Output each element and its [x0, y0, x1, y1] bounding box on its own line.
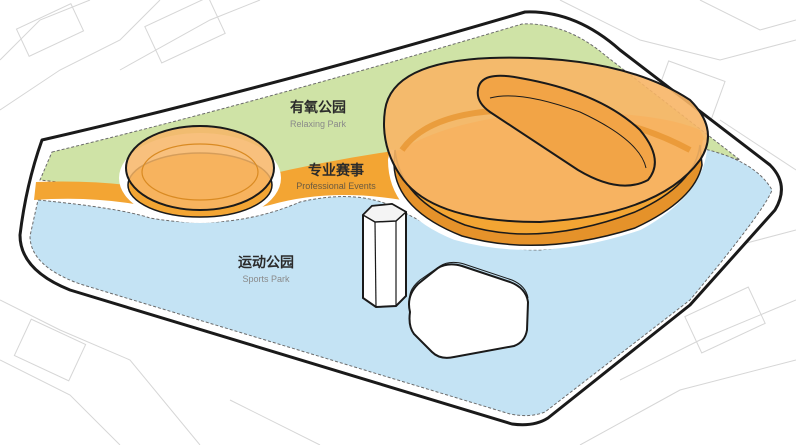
- professional-events-title: 专业赛事: [308, 162, 364, 179]
- tower-building: [361, 202, 408, 309]
- label-relaxing-park: 有氧公园 Relaxing Park: [290, 99, 347, 129]
- sports-park-subtitle: Sports Park: [242, 274, 290, 284]
- label-sports-park: 运动公园 Sports Park: [238, 254, 294, 284]
- relaxing-park-title: 有氧公园: [290, 99, 346, 116]
- professional-events-subtitle: Professional Events: [296, 181, 376, 191]
- sports-park-title: 运动公园: [238, 254, 294, 271]
- relaxing-park-subtitle: Relaxing Park: [290, 119, 347, 129]
- small-stadium: [119, 125, 281, 223]
- events-band: [34, 150, 402, 213]
- main-stadium: [383, 56, 709, 250]
- label-professional-events: 专业赛事 Professional Events: [296, 162, 376, 191]
- pentagon-hall: [408, 261, 530, 359]
